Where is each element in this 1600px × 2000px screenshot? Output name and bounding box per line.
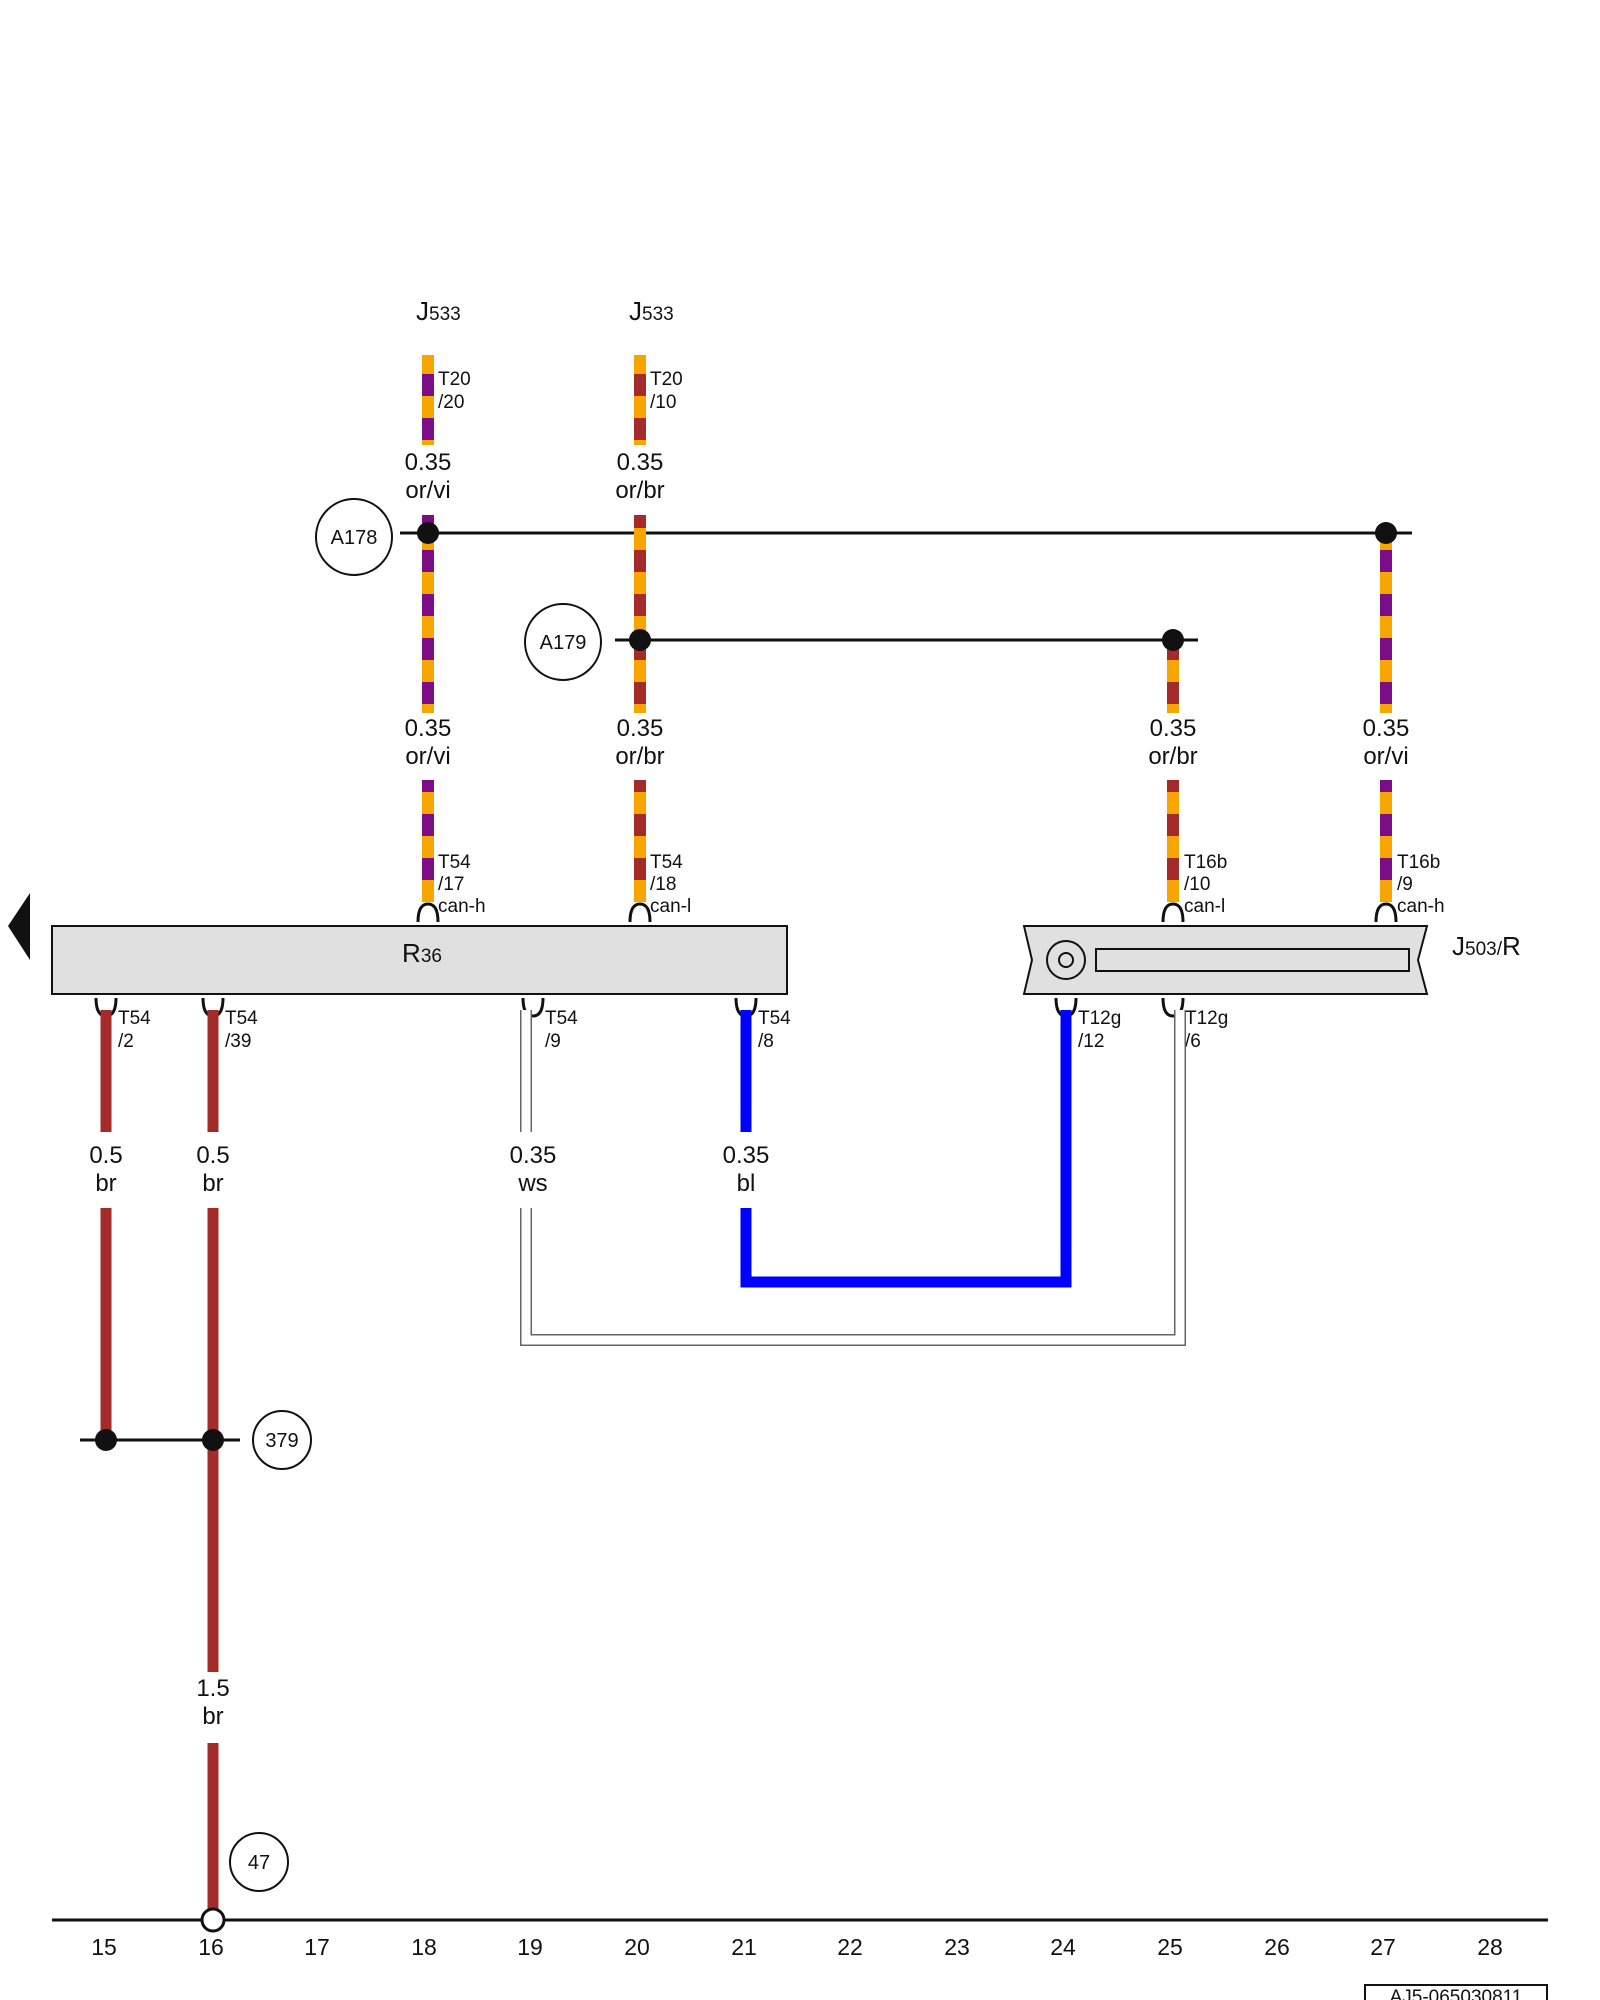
wire-orbr-bot-1[interactable] [634, 780, 646, 902]
reference-box [1364, 1984, 1548, 2000]
j503-display-slot [1095, 948, 1410, 972]
column-number: 15 [91, 1934, 117, 1960]
connector-pin-j503-9[interactable] [1374, 902, 1398, 923]
column-number: 22 [837, 1934, 863, 1960]
junction-dot [202, 1429, 224, 1451]
connector-pin-j503-6[interactable] [1161, 997, 1185, 1018]
wire-ws-outer[interactable] [520, 1010, 1186, 1346]
wire-orvi-top-1[interactable] [422, 355, 434, 445]
column-number: 20 [624, 1934, 650, 1960]
splice-a178-marker [315, 498, 393, 576]
wire-orbr-drop-25[interactable] [1167, 640, 1179, 713]
pin-label-r36-9: T54/9 [545, 1008, 578, 1052]
column-number: 25 [1157, 1934, 1183, 1960]
splice-a179-label: A179 [540, 632, 587, 654]
wire-ws-inner[interactable] [521, 1010, 1185, 1345]
ground-point-16 [200, 1907, 226, 1933]
pin-label-j503-12: T12g/12 [1078, 1008, 1121, 1052]
column-numbers: 15 16 17 18 19 20 21 22 23 24 25 26 27 2… [91, 1934, 1503, 1960]
splice-a178-label: A178 [331, 527, 378, 549]
j533-left-label: J533 [416, 296, 461, 326]
splice-379-label: 379 [265, 1430, 298, 1452]
wire-orbr-top-1[interactable] [634, 355, 646, 445]
connector-pin-r36-18[interactable] [628, 902, 652, 923]
pin-label-j533-r: T20/10 [650, 369, 683, 413]
j503-label: J503/R [1452, 931, 1521, 961]
wire-orbr-bot-25[interactable] [1167, 780, 1179, 902]
pin-label-r36-2: T54/2 [118, 1008, 151, 1052]
junction-dot [1162, 629, 1184, 651]
splice-47-marker [229, 1832, 289, 1892]
junction-dot [417, 522, 439, 544]
r36-label: R36 [402, 938, 442, 968]
column-number: 24 [1050, 1934, 1076, 1960]
r36-housing[interactable] [51, 925, 788, 995]
junction-dot [1375, 522, 1397, 544]
wire-orvi-mid-1[interactable] [422, 515, 434, 713]
column-number: 16 [198, 1934, 224, 1960]
column-number: 17 [304, 1934, 330, 1960]
splice-47-label: 47 [248, 1852, 270, 1874]
j503-knob-inner [1058, 952, 1074, 968]
connector-pin-j503-10[interactable] [1161, 902, 1185, 923]
wire-orvi-drop-27[interactable] [1380, 540, 1392, 713]
pin-label-r36-39: T54/39 [225, 1008, 258, 1052]
wire-orbr-mid-1[interactable] [634, 515, 646, 713]
column-number: 27 [1370, 1934, 1396, 1960]
connector-pin-r36-9[interactable] [521, 997, 545, 1018]
column-number: 18 [411, 1934, 437, 1960]
wire-ws-label-gap [505, 1132, 561, 1208]
pin-label-j533-l: T20/20 [438, 369, 471, 413]
junction-dot [95, 1429, 117, 1451]
column-number: 23 [944, 1934, 970, 1960]
splice-379-marker [252, 1410, 312, 1470]
wire-orvi-bot-1[interactable] [422, 780, 434, 902]
column-number: 28 [1477, 1934, 1503, 1960]
junction-dot [629, 629, 651, 651]
connector-pin-r36-17[interactable] [416, 902, 440, 923]
wire-bl[interactable] [740, 1010, 1072, 1288]
column-number: 19 [517, 1934, 543, 1960]
j533-right-label: J533 [629, 296, 674, 326]
column-number: 21 [731, 1934, 757, 1960]
wire-orvi-bot-27[interactable] [1380, 780, 1392, 902]
pin-label-r36-8: T54/8 [758, 1008, 791, 1052]
pin-label-j503-6: T12g/6 [1185, 1008, 1228, 1052]
splice-a179-marker [524, 603, 602, 681]
reference-number: AJ5-065030811 [1390, 1987, 1523, 2000]
r36-continuation-arrow [8, 893, 30, 960]
column-number: 26 [1264, 1934, 1290, 1960]
